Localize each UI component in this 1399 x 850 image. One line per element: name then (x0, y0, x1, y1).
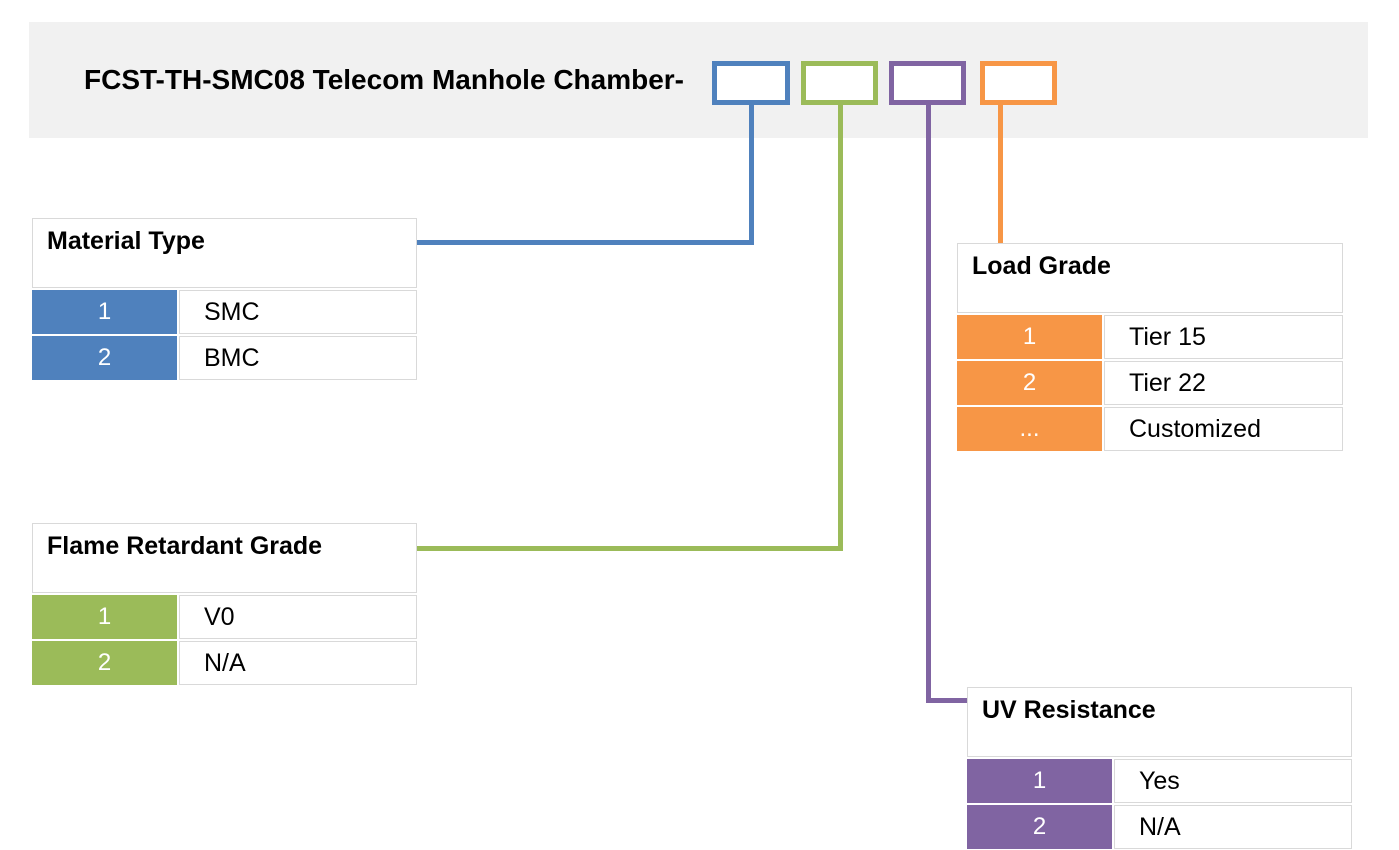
code-cell: 1 (967, 759, 1112, 803)
code-cell: 1 (957, 315, 1102, 359)
connector-flame-retardant-horizontal (417, 546, 843, 551)
value-cell: Customized (1104, 407, 1343, 451)
table-title: UV Resistance (967, 687, 1352, 757)
table-title: Material Type (32, 218, 417, 288)
connector-uv-resistance-vertical (926, 103, 931, 703)
connector-uv-resistance-horizontal (926, 698, 967, 703)
code-box-flame-retardant-grade (801, 61, 878, 105)
table-title: Flame Retardant Grade (32, 523, 417, 593)
code-box-load-grade (980, 61, 1057, 105)
code-cell: ... (957, 407, 1102, 451)
code-cell: 1 (32, 290, 177, 334)
table-row: ...Customized (957, 407, 1343, 451)
value-cell: N/A (1114, 805, 1352, 849)
connector-flame-retardant-vertical (838, 103, 843, 551)
code-cell: 2 (967, 805, 1112, 849)
header-band: FCST-TH-SMC08 Telecom Manhole Chamber- (29, 22, 1368, 138)
table-title: Load Grade (957, 243, 1343, 313)
value-cell: Tier 22 (1104, 361, 1343, 405)
connector-material-type-vertical (749, 103, 754, 245)
code-cell: 2 (32, 336, 177, 380)
value-cell: N/A (179, 641, 417, 685)
value-cell: Yes (1114, 759, 1352, 803)
connector-load-grade-vertical (998, 103, 1003, 244)
code-cell: 2 (957, 361, 1102, 405)
code-cell: 1 (32, 595, 177, 639)
code-cell: 2 (32, 641, 177, 685)
code-box-material-type (712, 61, 790, 105)
code-box-uv-resistance (889, 61, 966, 105)
value-cell: BMC (179, 336, 417, 380)
connector-material-type-horizontal (417, 240, 754, 245)
value-cell: SMC (179, 290, 417, 334)
product-title: FCST-TH-SMC08 Telecom Manhole Chamber- (84, 64, 685, 95)
value-cell: V0 (179, 595, 417, 639)
value-cell: Tier 15 (1104, 315, 1343, 359)
